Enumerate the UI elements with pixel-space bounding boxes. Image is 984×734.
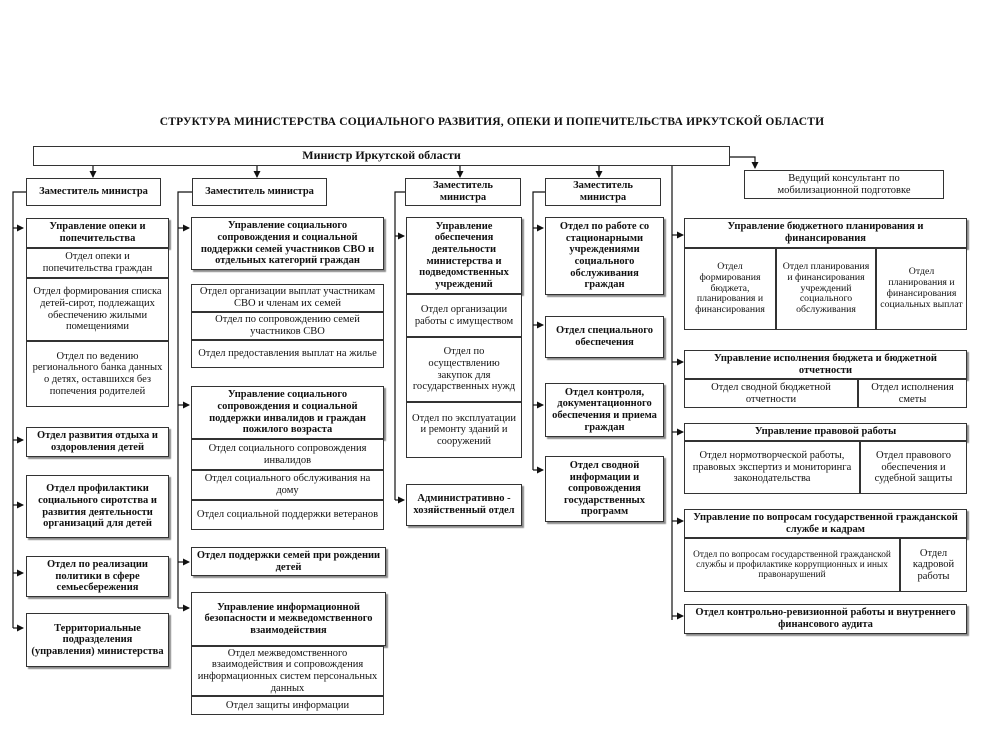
audit-unit: Отдел контрольно-ревизионной работы и вн… [684, 604, 967, 634]
births-support-unit: Отдел поддержки семей при рождении детей [191, 547, 386, 576]
civil-service-department: Управление по вопросам государственной г… [684, 509, 967, 538]
budget-reporting-unit: Отдел сводной бюджетной отчетности [684, 379, 858, 408]
rulemaking-unit: Отдел нормотворческой работы, правовых э… [684, 441, 860, 494]
institutions-financing-unit: Отдел планирования и финансирования учре… [776, 248, 876, 330]
information-protection-unit: Отдел защиты информации [191, 696, 384, 715]
home-care-unit: Отдел социального обслуживания на дому [191, 470, 384, 500]
property-unit: Отдел организации работы с имуществом [406, 294, 522, 337]
disabled-elderly-department: Управление социального сопровождения и с… [191, 386, 384, 439]
deputy-minister-4: Заместитель министра [545, 178, 661, 206]
interagency-unit: Отдел межведомственного взаимодействия и… [191, 646, 384, 696]
recreation-unit: Отдел развития отдыха и оздоровления дет… [26, 427, 169, 457]
infosec-department: Управление информационной безопасности и… [191, 592, 386, 646]
family-policy-unit: Отдел по реализации политики в сфере сем… [26, 556, 169, 597]
orphanhood-prevention-unit: Отдел профилактики социального сиротства… [26, 475, 169, 538]
document-control-unit: Отдел контроля, документационного обеспе… [545, 383, 664, 437]
mobilization-consultant-box: Ведущий консультант по мобилизационной п… [744, 170, 944, 199]
state-programs-unit: Отдел сводной информации и сопровождения… [545, 456, 664, 522]
inpatient-institutions-unit: Отдел по работе со стационарными учрежде… [545, 217, 664, 295]
budget-planning-department: Управление бюджетного планирования и фин… [684, 218, 967, 248]
housing-payments-unit: Отдел предоставления выплат на жилье [191, 340, 384, 368]
budget-formation-unit: Отдел формирования бюджета, планирования… [684, 248, 776, 330]
svo-payments-unit: Отдел организации выплат участникам СВО … [191, 284, 384, 312]
disabled-support-unit: Отдел социального сопровождения инвалидо… [191, 439, 384, 470]
svo-support-department: Управление социального сопровождения и с… [191, 217, 384, 270]
deputy-minister-1: Заместитель министра [26, 178, 161, 206]
guardianship-unit-citizens: Отдел опеки и попечительства граждан [26, 248, 169, 278]
procurement-unit: Отдел по осуществлению закупок для госуд… [406, 337, 522, 402]
guardianship-department: Управление опеки и попечительства [26, 218, 169, 248]
page-title: СТРУКТУРА МИНИСТЕРСТВА СОЦИАЛЬНОГО РАЗВИ… [159, 116, 825, 128]
deputy-minister-2: Заместитель министра [192, 178, 327, 206]
svo-family-support-unit: Отдел по сопровождению семей участников … [191, 312, 384, 340]
special-support-unit: Отдел специального обеспечения [545, 316, 664, 358]
budget-execution-department: Управление исполнения бюджета и бюджетно… [684, 350, 967, 379]
social-payments-financing-unit: Отдел планирования и финансирования соци… [876, 248, 967, 330]
legal-department: Управление правовой работы [684, 423, 967, 441]
regional-data-bank-unit: Отдел по ведению регионального банка дан… [26, 341, 169, 407]
estimate-execution-unit: Отдел исполнения сметы [858, 379, 967, 408]
administrative-unit: Административно - хозяйственный отдел [406, 484, 522, 526]
deputy-minister-3: Заместитель министра [405, 178, 521, 206]
maintenance-unit: Отдел по эксплуатации и ремонту зданий и… [406, 402, 522, 458]
minister-box: Министр Иркутской области [33, 146, 730, 166]
anticorruption-unit: Отдел по вопросам государственной гражда… [684, 538, 900, 592]
veterans-support-unit: Отдел социальной поддержки ветеранов [191, 500, 384, 530]
territorial-divisions: Территориальные подразделения (управлени… [26, 613, 169, 667]
orphans-housing-unit: Отдел формирования списка детей-сирот, п… [26, 278, 169, 341]
hr-unit: Отдел кадровой работы [900, 538, 967, 592]
operations-support-department: Управление обеспечения деятельности мини… [406, 217, 522, 294]
judicial-defense-unit: Отдел правового обеспечения и судебной з… [860, 441, 967, 494]
